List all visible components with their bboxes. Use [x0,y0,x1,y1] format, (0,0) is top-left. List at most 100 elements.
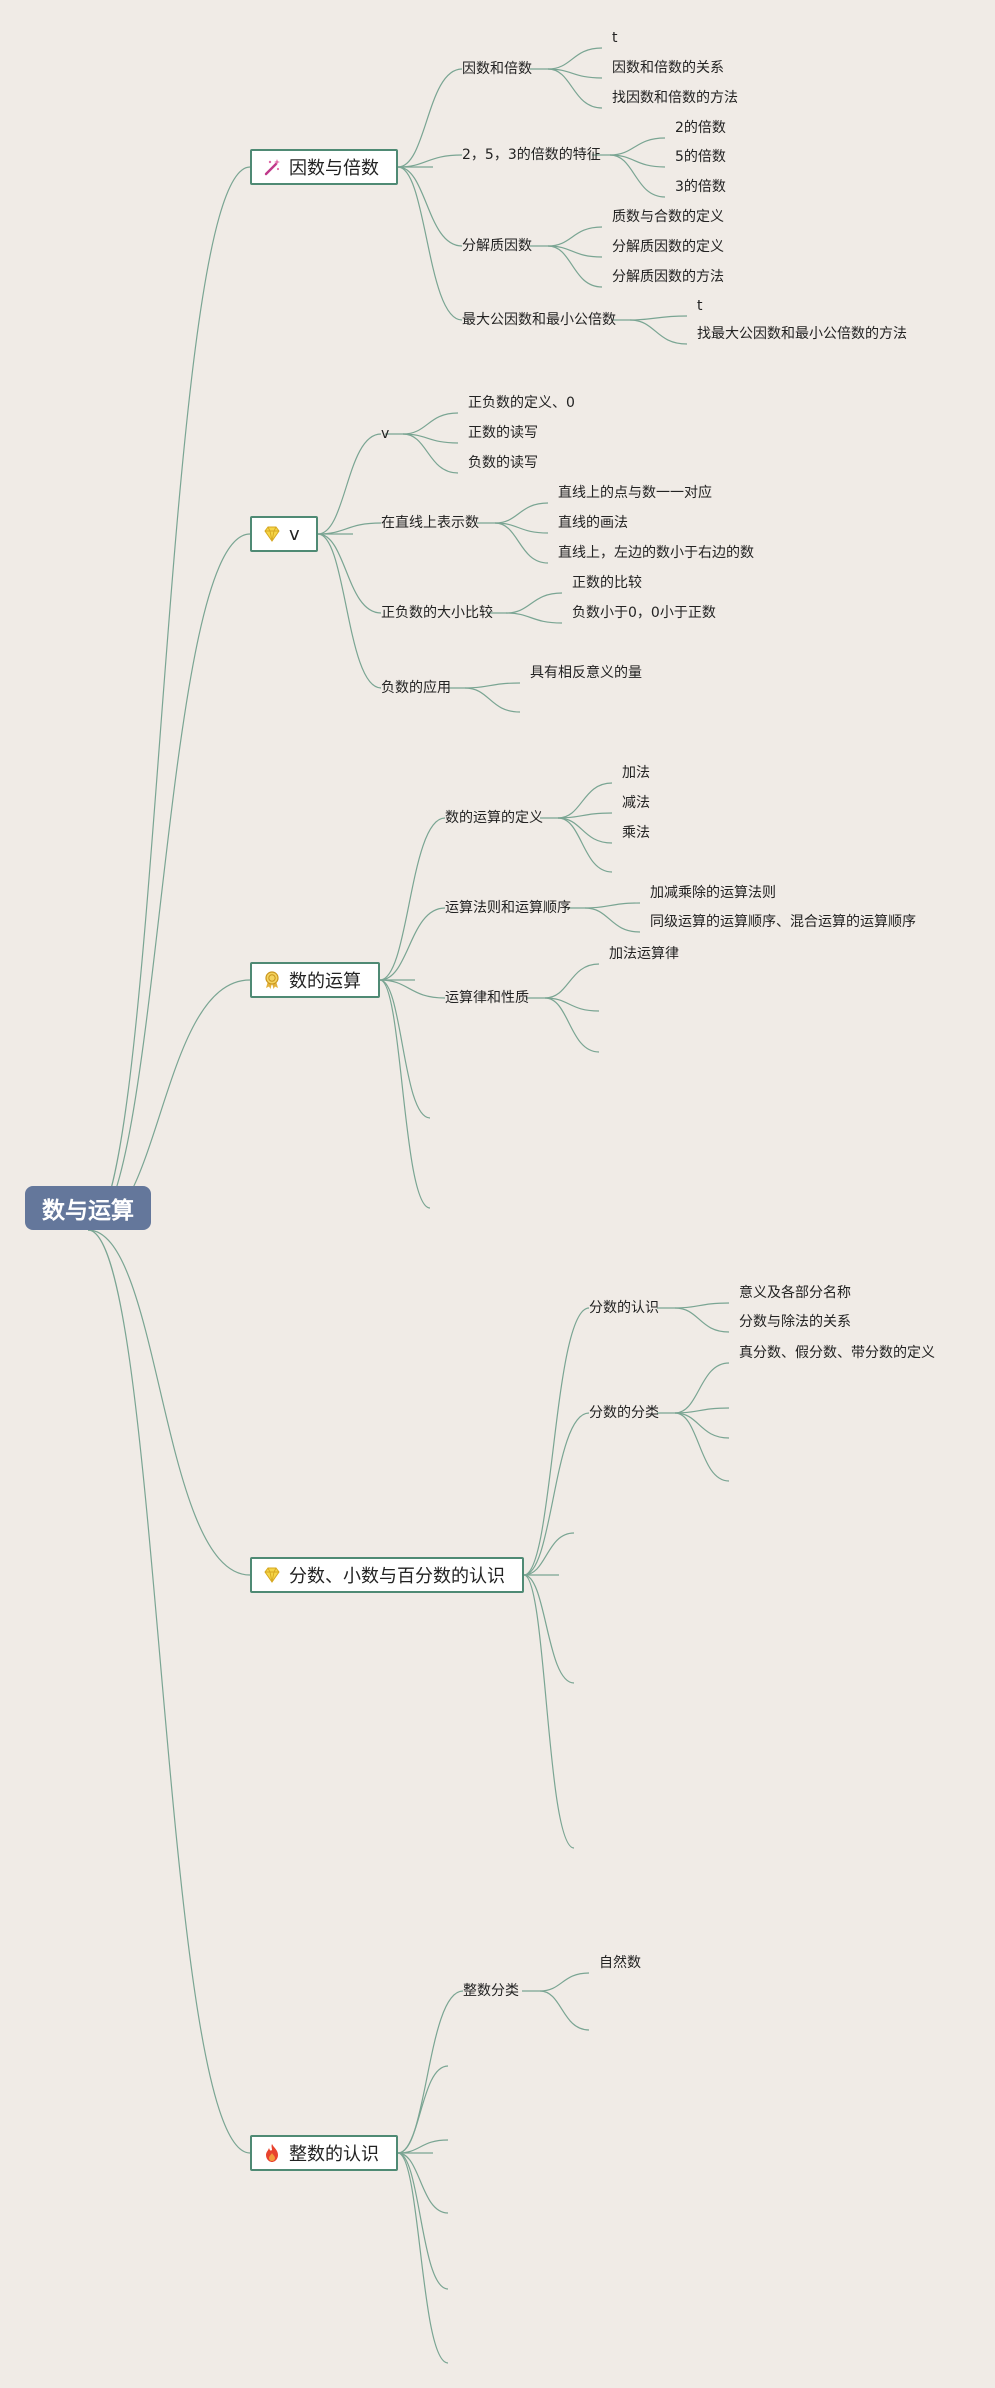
topic-to-leaf-connector [584,907,641,933]
leaf-label[interactable]: 5的倍数 [675,149,726,165]
leaf-label[interactable]: 同级运算的运算顺序、混合运算的运算顺序 [650,914,916,930]
topic-to-leaf-connector [557,817,613,844]
leaf-label[interactable]: 找因数和倍数的方法 [612,90,738,106]
leaf-label[interactable]: 直线上，左边的数小于右边的数 [558,545,754,561]
topic-to-leaf-connector [547,226,603,247]
topic-to-leaf-connector [609,137,666,156]
root-to-branch-connector [87,533,251,1231]
branch-to-topic-connector [523,1412,590,1576]
topic-to-leaf-connector [674,1362,730,1414]
topic-to-leaf-connector [464,682,521,689]
leaf-label[interactable]: t [697,298,703,314]
leaf-label[interactable]: 加法 [622,765,650,781]
leaf-label[interactable]: 正负数的定义、0 [468,395,575,411]
topic-to-leaf-connector [547,47,603,70]
gem-icon [262,524,282,544]
topic-label[interactable]: 在直线上表示数 [381,515,479,531]
branch-node[interactable]: v [250,516,318,552]
leaf-label[interactable]: t [612,30,618,46]
leaf-label[interactable]: 负数小于0，0小于正数 [572,605,716,621]
topic-to-leaf-connector [539,1990,590,2031]
topic-label[interactable]: 负数的应用 [381,680,451,696]
medal-icon [262,970,282,990]
topic-label[interactable]: v [381,426,390,442]
branch-to-topic-connector [397,1990,464,2154]
leaf-label[interactable]: 具有相反意义的量 [530,665,642,681]
topic-label[interactable]: 运算律和性质 [445,990,529,1006]
topic-to-leaf-connector [674,1302,730,1309]
fire-icon [262,2143,282,2163]
leaf-label[interactable]: 找最大公因数和最小公倍数的方法 [697,326,907,342]
leaf-label[interactable]: 直线的画法 [558,515,628,531]
magic-wand-icon [262,157,282,177]
branch-to-topic-connector [523,1532,575,1576]
branch-to-topic-connector [397,154,463,168]
topic-label[interactable]: 整数分类 [463,1983,519,1999]
branch-node[interactable]: 因数与倍数 [250,149,398,185]
topic-label[interactable]: 分数的分类 [589,1405,659,1421]
branch-to-topic-connector [317,533,382,614]
leaf-label[interactable]: 乘法 [622,825,650,841]
topic-label[interactable]: 运算法则和运算顺序 [445,900,571,916]
topic-to-leaf-connector [544,997,600,1012]
branch-to-topic-connector [397,68,463,168]
topic-to-leaf-connector [494,502,549,524]
topic-to-leaf-connector [584,902,641,909]
leaf-label[interactable]: 分解质因数的定义 [612,239,724,255]
leaf-label[interactable]: 3的倍数 [675,179,726,195]
topic-label[interactable]: 最大公因数和最小公倍数 [462,312,616,328]
topic-label[interactable]: 分解质因数 [462,238,532,254]
topic-to-leaf-connector [674,1412,730,1482]
topic-to-leaf-connector [557,782,613,819]
branch-to-topic-connector [397,2152,449,2214]
leaf-label[interactable]: 分解质因数的方法 [612,269,724,285]
leaf-label[interactable]: 减法 [622,795,650,811]
branch-to-topic-connector [317,433,382,535]
root-to-branch-connector [87,1229,251,2154]
leaf-label[interactable]: 因数和倍数的关系 [612,60,724,76]
topic-to-leaf-connector [547,245,603,288]
branch-to-topic-connector [397,166,463,321]
leaf-label[interactable]: 自然数 [599,1955,641,1971]
topic-to-leaf-connector [674,1407,730,1414]
topic-label[interactable]: 分数的认识 [589,1300,659,1316]
topic-to-leaf-connector [629,319,688,345]
branch-label: v [289,523,300,545]
branch-to-topic-connector [379,907,446,981]
root-label: 数与运算 [42,1198,134,1224]
branch-to-topic-connector [317,522,382,535]
branch-label: 因数与倍数 [289,158,379,179]
topic-to-leaf-connector [544,997,600,1053]
topic-to-leaf-connector [464,687,521,713]
branch-label: 数的运算 [289,971,361,992]
leaf-label[interactable]: 负数的读写 [468,455,538,471]
topic-label[interactable]: 正负数的大小比较 [381,605,493,621]
topic-to-leaf-connector [402,433,459,474]
topic-label[interactable]: 因数和倍数 [462,61,532,77]
branch-node[interactable]: 分数、小数与百分数的认识 [250,1557,524,1593]
leaf-label[interactable]: 直线上的点与数一一对应 [558,485,712,501]
branch-label: 分数、小数与百分数的认识 [289,1566,505,1587]
topic-label[interactable]: 数的运算的定义 [445,810,543,826]
topic-label[interactable]: 2，5，3的倍数的特征 [462,147,601,163]
branch-node[interactable]: 整数的认识 [250,2135,398,2171]
root-node[interactable]: 数与运算 [25,1186,151,1230]
topic-to-leaf-connector [505,592,563,614]
branch-to-topic-connector [397,2152,449,2290]
leaf-label[interactable]: 质数与合数的定义 [612,209,724,225]
branch-node[interactable]: 数的运算 [250,962,380,998]
leaf-label[interactable]: 意义及各部分名称 [739,1285,851,1301]
topic-to-leaf-connector [505,612,563,624]
leaf-label[interactable]: 分数与除法的关系 [739,1314,851,1330]
topic-to-leaf-connector [557,812,613,819]
branch-to-topic-connector [397,2065,449,2154]
leaf-label[interactable]: 加法运算律 [609,946,679,962]
branch-to-topic-connector [523,1574,575,1849]
leaf-label[interactable]: 正数的读写 [468,425,538,441]
leaf-label[interactable]: 加减乘除的运算法则 [650,885,776,901]
leaf-label[interactable]: 真分数、假分数、带分数的定义 [739,1345,935,1361]
root-to-branch-connector [87,166,251,1231]
leaf-label[interactable]: 2的倍数 [675,120,726,136]
leaf-label[interactable]: 正数的比较 [572,575,642,591]
